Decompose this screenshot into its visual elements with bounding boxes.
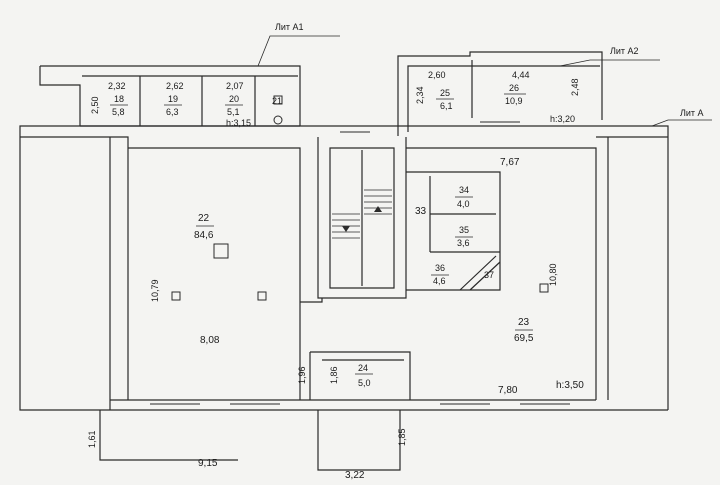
dim-1-96: 1,96 [297,366,307,384]
room-25-area: 6,1 [440,101,453,111]
lit-a1-label: Лит А1 [275,22,304,32]
columns [171,95,549,301]
room-22-height: 10,79 [150,279,160,302]
fixture-sink [273,115,283,125]
lit-a2-label: Лит А2 [610,46,639,56]
room-25-height: 2,34 [415,86,425,104]
annex-a1-outer-wall [40,65,301,126]
room-20-area: 5,1 [227,107,240,117]
room-34-area: 4,0 [457,199,470,209]
main-west-wall [19,136,129,411]
main-south-wall [100,399,668,411]
room-25-width: 2,60 [428,70,446,80]
fixture-wc [273,95,283,105]
room-21-number: 21 [272,96,282,106]
dim-1-85: 1,85 [397,428,407,446]
room-35-number: 35 [459,225,469,235]
room-19-number: 19 [168,94,178,104]
room-26-height: 2,48 [570,78,580,96]
annex-a1-left-wall [39,66,81,126]
room-19-area: 6,3 [166,107,179,117]
room-22-width: 8,08 [200,335,220,346]
leader-a1 [257,35,340,67]
room-34-number: 34 [459,185,469,195]
room-26-width: 4,44 [512,70,530,80]
stair-core-walls [317,137,407,299]
annex-a2-inner-wall [407,65,600,132]
room-23-number: 23 [518,317,530,328]
room-18-number: 18 [114,94,124,104]
height-main: h:3,50 [556,380,584,391]
dim-9-15: 9,15 [198,458,218,469]
column-2 [171,291,181,301]
wall-37-diagonal-2 [469,261,501,291]
stair-well [329,147,395,289]
fraction-bars [110,93,533,375]
dim-7-67: 7,67 [500,157,520,168]
room-25-number: 25 [440,88,450,98]
room-22-area: 84,6 [194,230,214,241]
room-24-height: 1,86 [329,366,339,384]
room-23-area: 69,5 [514,333,534,344]
lit-a-label: Лит А [680,108,704,118]
room-23-walls [406,147,597,400]
stair-up-arrow-icon [374,206,382,212]
leader-a [651,119,712,127]
room-33-number: 33 [415,206,427,217]
room-22-walls [128,147,301,302]
room-23-width: 7,80 [498,385,518,396]
room-23-height: 10,80 [548,263,558,286]
wall-37-diagonal [459,255,497,291]
entrance-annex [317,410,401,471]
room-20-number: 20 [229,94,239,104]
room-36-area: 4,6 [433,276,446,286]
room-37-number: 37 [484,270,494,280]
room-26-number: 26 [509,83,519,93]
leader-a2 [559,59,660,67]
stair-down-arrow-icon [342,226,350,232]
room-36-number: 36 [435,263,445,273]
column-1 [213,243,229,259]
windows [150,121,570,405]
column-3 [257,291,267,301]
room-18-width: 2,32 [108,81,126,91]
room-22-number: 22 [198,213,210,224]
room-18-area: 5,8 [112,107,125,117]
room-35-area: 3,6 [457,238,470,248]
room-18-height: 2,50 [90,96,100,114]
room-24-area: 5,0 [358,378,371,388]
room-24-walls [309,351,411,400]
dim-3-22: 3,22 [345,470,365,481]
column-4 [539,283,549,293]
cluster-33-37-walls [406,171,501,291]
height-a1: h:3,15 [226,118,251,128]
walls [19,51,669,471]
lit-leaders [257,35,712,127]
porch-outline [99,410,238,461]
room-22-ne-notch [300,298,323,303]
room-24-number: 24 [358,363,368,373]
room-19-width: 2,62 [166,81,184,91]
height-a2: h:3,20 [550,114,575,124]
room-26-area: 10,9 [505,96,523,106]
annex-a2-outer-wall [397,51,603,136]
room-20-width: 2,07 [226,81,244,91]
main-north-wall-outer [19,125,669,137]
dim-1-61: 1,61 [87,430,97,448]
